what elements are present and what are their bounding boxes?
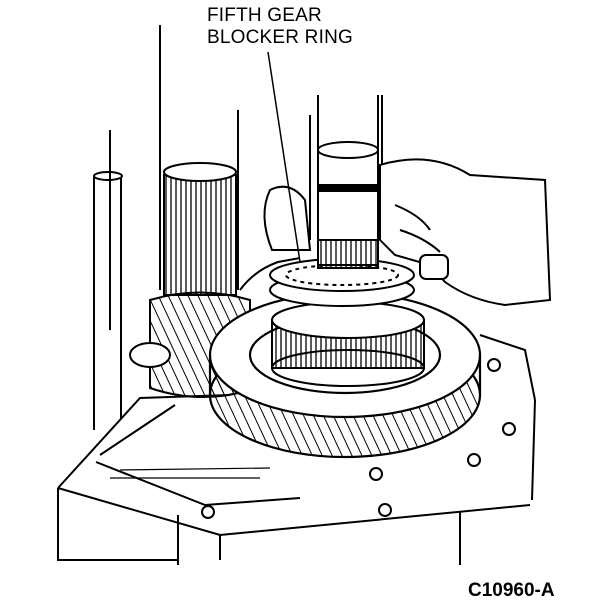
callout-line-1: FIFTH GEAR [207, 5, 322, 26]
mainshaft [317, 95, 379, 269]
support-post [93, 171, 123, 430]
transmission-case [57, 334, 536, 565]
callout-label: FIFTH GEAR BLOCKER RING [207, 5, 353, 49]
hand-illustration [239, 158, 552, 307]
figure-id: C10960-A [468, 580, 555, 601]
callout-line-2: BLOCKER RING [207, 27, 353, 48]
countershaft [163, 162, 237, 296]
synchronizer-hub [271, 301, 425, 387]
callout-leader-line [267, 51, 301, 263]
